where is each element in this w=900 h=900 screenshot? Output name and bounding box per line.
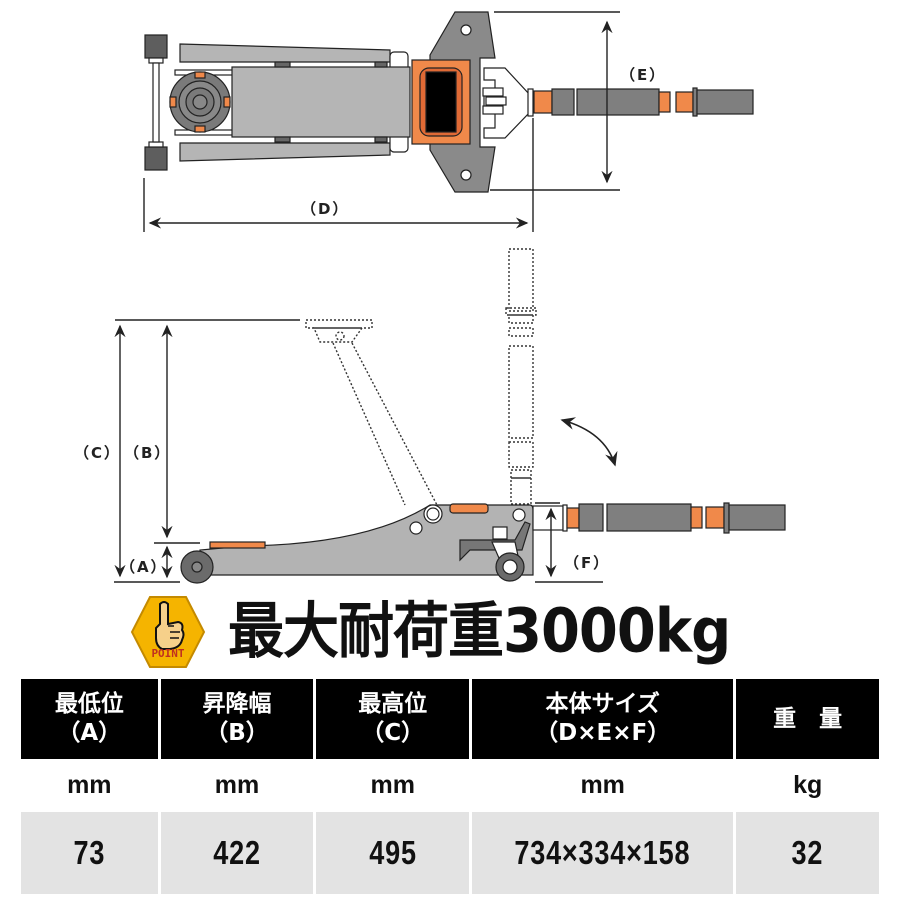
side-view-dimension-lines: [114, 319, 603, 583]
unit-cell: mm: [370, 771, 415, 799]
jack-dimension-diagram: （D） （E） （C） （B） （A） （F）: [74, 11, 786, 584]
dimension-label-c: （C）: [74, 444, 122, 462]
value-cell: 73: [21, 812, 158, 894]
header-lift-range: 昇降幅 （B）: [160, 679, 314, 759]
top-view: [144, 11, 754, 193]
dimension-label-a: （A）: [120, 558, 168, 576]
rotate-arrow-icon: [560, 417, 618, 467]
value-cell: 495: [316, 812, 470, 894]
top-view-dimension-lines: [143, 11, 620, 232]
header-body-size: 本体サイズ （D×E×F）: [472, 679, 734, 759]
spec-header-row: 最低位 （A） 昇降幅 （B） 最高位 （C） 本体サイズ （D×E×F） 重 …: [21, 679, 879, 759]
spec-table: 最低位 （A） 昇降幅 （B） 最高位 （C） 本体サイズ （D×E×F） 重 …: [18, 679, 882, 894]
header-min-height: 最低位 （A）: [21, 679, 158, 759]
unit-cell: mm: [67, 771, 112, 799]
dimension-label-f: （F）: [564, 554, 611, 572]
raised-arm-outline: [305, 248, 537, 506]
header-weight: 重 量: [736, 679, 879, 759]
value-cell: 32: [736, 812, 879, 894]
unit-cell: mm: [214, 771, 260, 799]
spec-value-row: 73 422 495 734×334×158 32: [21, 812, 879, 894]
unit-cell: kg: [793, 771, 823, 799]
point-badge-label: POINT: [151, 647, 185, 660]
dimension-label-b: （B）: [124, 444, 172, 462]
side-view: [180, 502, 786, 584]
pointing-hand-icon: [130, 596, 206, 668]
header-max-height: 最高位 （C）: [316, 679, 470, 759]
max-load-headline: POINT 最大耐荷重3000kg: [130, 592, 770, 672]
value-cell: 734×334×158: [472, 812, 734, 894]
jack-drawing: [114, 11, 786, 584]
point-badge: POINT: [130, 594, 206, 670]
spec-unit-row: mm mm mm mm kg: [21, 759, 879, 812]
dimension-label-d: （D）: [301, 200, 350, 218]
max-load-text: 最大耐荷重3000kg: [228, 596, 731, 667]
dimension-label-e: （E）: [620, 66, 667, 84]
value-cell: 422: [160, 812, 314, 894]
unit-cell: mm: [580, 771, 625, 799]
